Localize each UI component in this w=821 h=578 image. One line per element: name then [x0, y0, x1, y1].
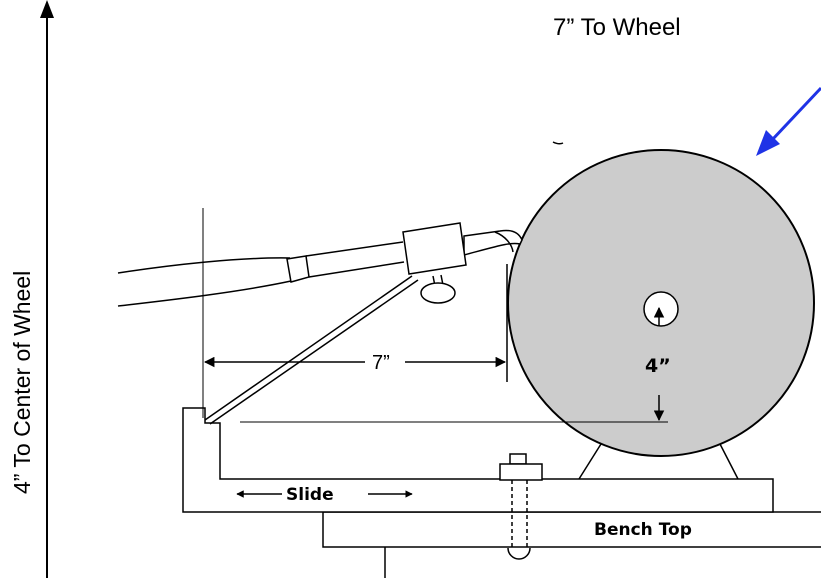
blue-arrow-icon	[756, 86, 821, 156]
vertical-axis	[40, 0, 54, 578]
bench-top-label: Bench Top	[594, 520, 692, 540]
wheel-hub	[643, 291, 679, 327]
wheel-dim-label: 4”	[645, 355, 671, 377]
arrow-up-icon	[40, 0, 54, 18]
horizontal-dim-label: 7”	[372, 352, 390, 374]
clamp-knob	[420, 282, 456, 304]
slide-base	[182, 407, 774, 513]
jig-clamp	[402, 222, 467, 304]
slide-label: Slide	[286, 485, 334, 505]
to-wheel-label: 7” To Wheel	[553, 14, 681, 41]
tool-handle	[117, 241, 405, 307]
wheel-dimension	[240, 306, 668, 423]
bench-top	[322, 511, 821, 578]
support-arm	[204, 275, 419, 425]
tool-blade	[463, 229, 523, 256]
vertical-axis-label: 4” To Center of Wheel	[9, 271, 35, 494]
grinder-stand	[578, 443, 739, 480]
stray-mark	[552, 141, 564, 145]
bolt	[499, 453, 543, 560]
